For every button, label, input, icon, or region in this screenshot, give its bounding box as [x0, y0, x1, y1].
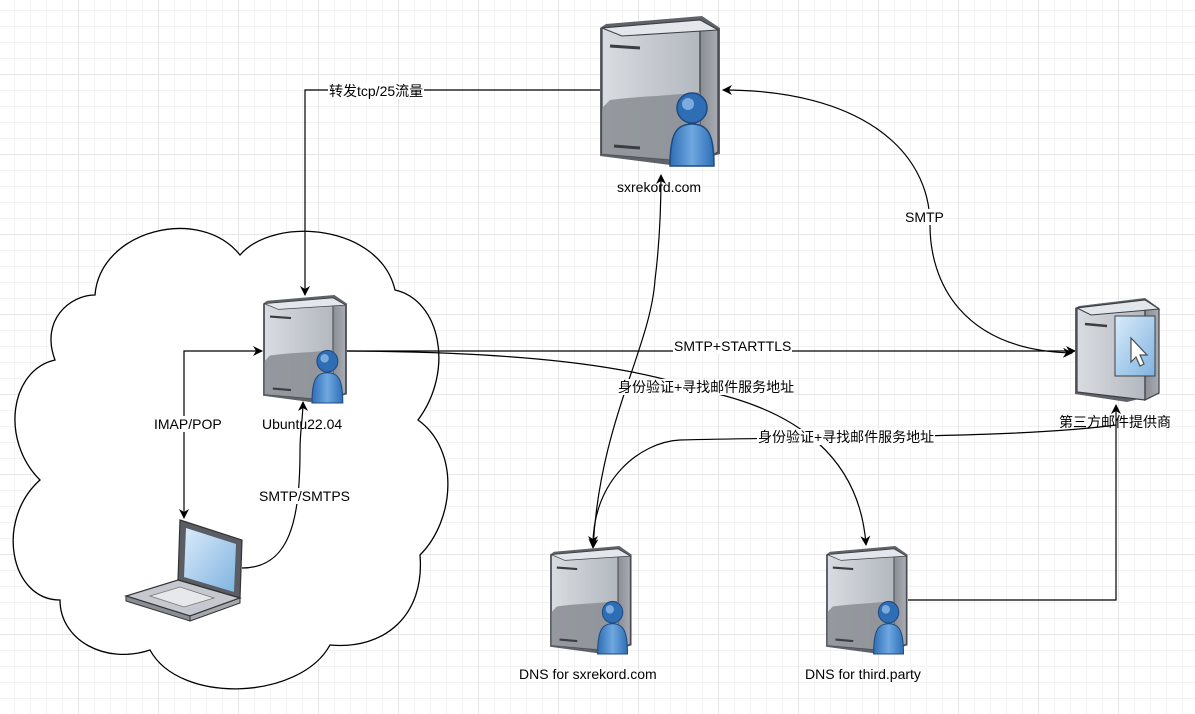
node-label-dns-third: DNS for third.party — [805, 666, 921, 682]
server-user-icon — [548, 544, 633, 656]
network-cloud — [12, 227, 449, 690]
edge-label-smtp: SMTP — [904, 209, 945, 225]
edge-imap — [179, 346, 263, 519]
node-label-ubuntu: Ubuntu22.04 — [262, 416, 343, 432]
edge-label-auth1: 身份验证+寻找邮件服务地址 — [617, 379, 796, 395]
node-label-provider: 第三方邮件提供商 — [1059, 414, 1171, 430]
node-label-dns-sxrekord: DNS for sxrekord.com — [519, 666, 657, 682]
edge-smtp — [722, 85, 1073, 358]
node-label-sxrekord: sxrekord.com — [617, 179, 702, 195]
edge-label-smtps: SMTP/SMTPS — [258, 488, 352, 504]
laptop-icon — [123, 519, 243, 622]
edge-label-starttls: SMTP+STARTTLS — [673, 338, 793, 354]
edge-label-imap: IMAP/POP — [153, 416, 223, 432]
edge-dns-third — [908, 404, 1121, 601]
edge-dns-sxrekord — [588, 174, 666, 549]
edge-forward — [300, 89, 600, 296]
server-user-icon — [261, 293, 349, 405]
edge-label-auth2: 身份验证+寻找邮件服务地址 — [757, 429, 936, 445]
edge-smtps — [241, 401, 308, 569]
edge-label-forward: 转发tcp/25流量 — [328, 83, 425, 99]
server-user-icon — [824, 544, 909, 656]
server-cursor-icon — [1073, 296, 1161, 404]
server-user-icon — [598, 14, 722, 168]
